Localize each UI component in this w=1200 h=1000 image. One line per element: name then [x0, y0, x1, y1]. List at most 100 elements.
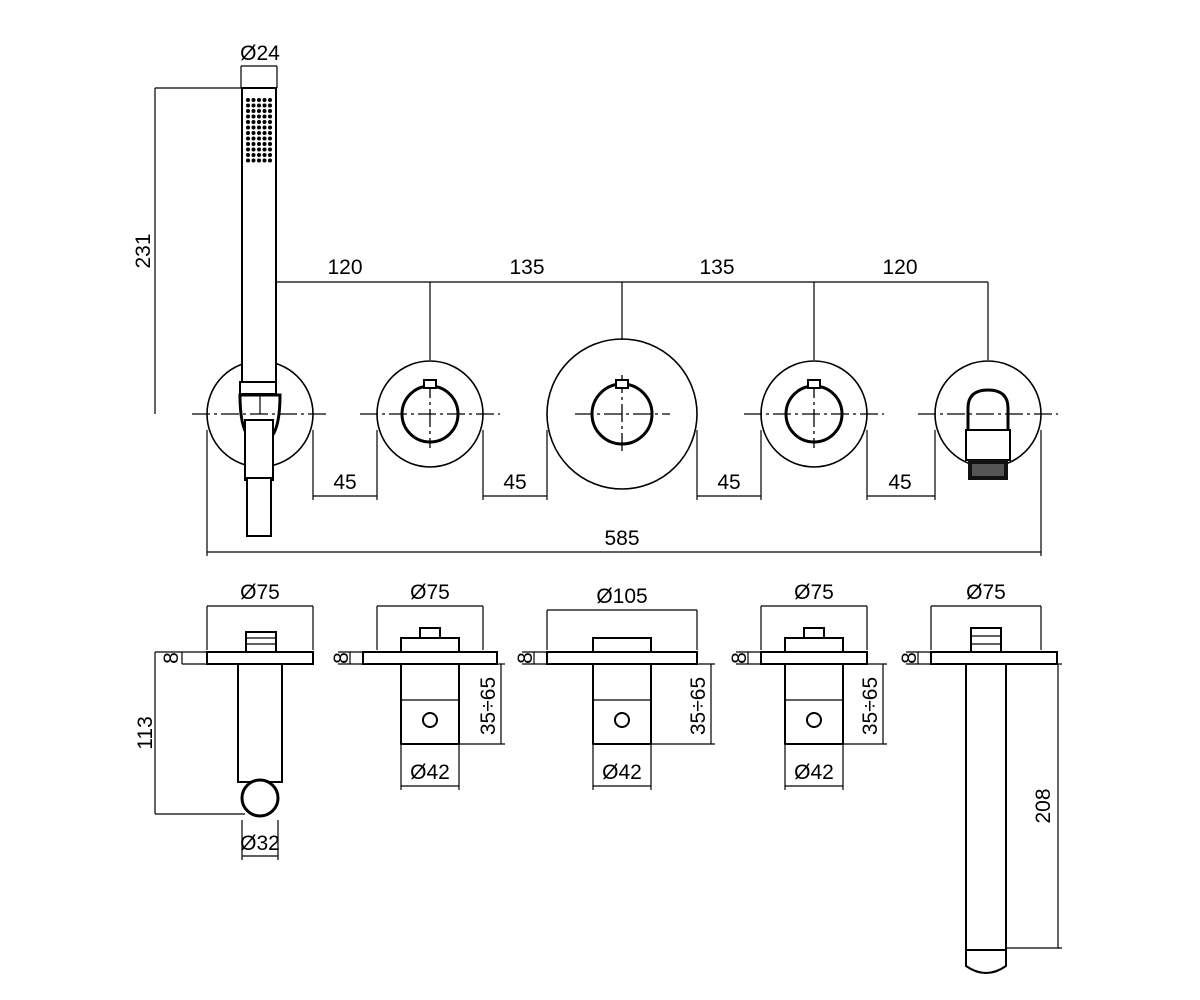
diverter-valve-1-front [360, 360, 500, 468]
valve1-adjust-range-label: 35÷65 [477, 677, 500, 735]
gap-3-label: 45 [717, 471, 740, 494]
nozzle-dot [257, 98, 261, 102]
valve2-body-diameter-label: Ø42 [794, 761, 834, 784]
bath-spout-side: Ø75 8 208 [898, 581, 1062, 974]
front-view: 120 135 135 120 231 Ø24 [132, 42, 1058, 556]
nozzle-dot [268, 136, 272, 141]
nozzle-dot [246, 153, 250, 157]
nozzle-dot [262, 142, 267, 146]
nozzle-dot [246, 147, 250, 152]
holder-outlet-diameter-label: Ø32 [240, 832, 280, 855]
nozzle-dot [257, 147, 261, 152]
bath-spout-front [918, 360, 1058, 480]
nozzle-dot [246, 114, 250, 119]
nozzle-dot [251, 98, 256, 102]
nozzle-dot [246, 98, 250, 102]
total-width-label: 585 [604, 527, 639, 550]
valve2-adjust-range-label: 35÷65 [859, 677, 882, 735]
nozzle-dot [268, 109, 272, 113]
spacing-1-label: 120 [327, 256, 362, 279]
spout-plate-diameter-label: Ø75 [966, 581, 1006, 604]
nozzle-dot [251, 120, 256, 124]
nozzle-dot [246, 158, 250, 163]
gap-dimensions: 45 45 45 45 [312, 430, 936, 500]
gap-1-label: 45 [333, 471, 356, 494]
spout-length-label: 208 [1032, 788, 1055, 823]
nozzle-dot [251, 125, 256, 130]
nozzle-dot [246, 120, 250, 124]
nozzle-dot [268, 131, 272, 135]
nozzle-dot [268, 103, 272, 108]
handshower-height-label: 231 [132, 233, 155, 268]
handshower-holder-side: Ø75 113 8 Ø32 [134, 581, 314, 860]
valve1-plate-diameter-label: Ø75 [410, 581, 450, 604]
valve1-body-diameter-label: Ø42 [410, 761, 450, 784]
nozzle-dot [251, 142, 256, 146]
nozzle-dot [251, 153, 256, 157]
side-views: Ø75 113 8 Ø32 Ø75 [134, 581, 1062, 974]
thermostatic-mixer-side: Ø105 8 35÷65 Ø42 [514, 585, 715, 790]
nozzle-dot [268, 142, 272, 146]
nozzle-dot [262, 98, 267, 102]
valve2-plate-thickness-label: 8 [728, 652, 751, 664]
spacing-dimension-line: 120 135 135 120 [259, 256, 989, 414]
nozzle-dot [251, 158, 256, 163]
handshower-height-dimension: 231 [132, 87, 245, 414]
nozzle-dot [262, 158, 267, 163]
handshower-diameter-label: Ø24 [240, 42, 280, 65]
holder-plate-thickness-label: 8 [160, 652, 183, 664]
nozzle-dot [246, 109, 250, 113]
nozzle-dot [257, 158, 261, 163]
nozzle-dot [257, 103, 261, 108]
spout-plate-thickness-label: 8 [898, 652, 921, 664]
gap-2-label: 45 [503, 471, 526, 494]
nozzle-dot [246, 142, 250, 146]
mixer-adjust-range-label: 35÷65 [687, 677, 710, 735]
holder-depth-label: 113 [134, 716, 157, 749]
valve2-plate-diameter-label: Ø75 [794, 581, 834, 604]
diverter-valve-1-side: Ø75 8 35÷65 Ø42 [330, 581, 505, 790]
total-width-dimension: 585 [206, 430, 1042, 556]
nozzle-dot [268, 158, 272, 163]
nozzle-dot [257, 114, 261, 119]
nozzle-dot [251, 136, 256, 141]
nozzle-dot [251, 109, 256, 113]
nozzle-dot [262, 153, 267, 157]
nozzle-dot [257, 153, 261, 157]
nozzle-dot [257, 125, 261, 130]
diverter-valve-2-side: Ø75 8 35÷65 Ø42 [728, 581, 887, 790]
thermostatic-mixer-front [546, 338, 698, 490]
nozzle-dot [257, 136, 261, 141]
nozzle-dot [262, 125, 267, 130]
nozzle-dot [262, 131, 267, 135]
spacing-2-label: 135 [509, 256, 544, 279]
nozzle-dot [246, 103, 250, 108]
gap-4-label: 45 [888, 471, 911, 494]
diverter-valve-2-front [744, 360, 884, 468]
nozzle-dot [257, 142, 261, 146]
nozzle-dot [268, 114, 272, 119]
nozzle-dot [251, 103, 256, 108]
nozzle-dot [262, 120, 267, 124]
nozzle-dot [257, 109, 261, 113]
spacing-4-label: 120 [882, 256, 917, 279]
handshower-nozzle-grid-icon [246, 98, 272, 163]
handshower-diameter-dimension: Ø24 [240, 42, 280, 88]
nozzle-dot [251, 131, 256, 135]
nozzle-dot [268, 98, 272, 102]
nozzle-dot [262, 109, 267, 113]
nozzle-dot [262, 147, 267, 152]
mixer-plate-diameter-label: Ø105 [596, 585, 647, 608]
nozzle-dot [257, 120, 261, 124]
nozzle-dot [262, 114, 267, 119]
nozzle-dot [246, 131, 250, 135]
nozzle-dot [268, 120, 272, 124]
holder-plate-diameter-label: Ø75 [240, 581, 280, 604]
nozzle-dot [257, 131, 261, 135]
valve1-plate-thickness-label: 8 [330, 652, 353, 664]
nozzle-dot [268, 153, 272, 157]
handshower-holder-front [192, 87, 330, 537]
nozzle-dot [268, 125, 272, 130]
spacing-3-label: 135 [699, 256, 734, 279]
